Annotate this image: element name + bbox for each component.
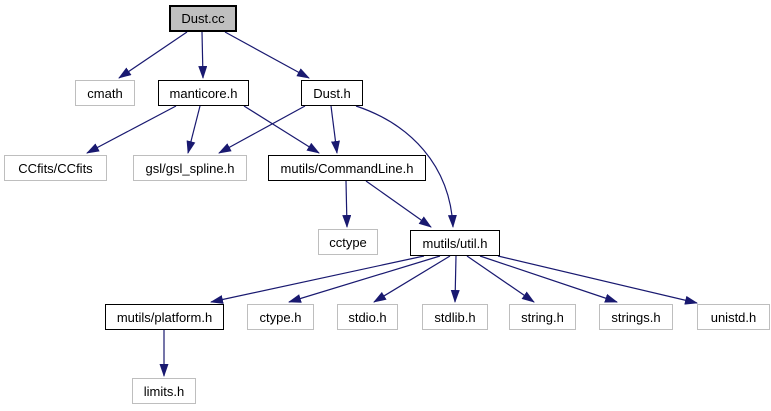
edge-cmdline-cctype: [342, 180, 352, 228]
edge-util-stdio: [373, 255, 451, 303]
node-stdlib-h: stdlib.h: [422, 304, 488, 330]
edge-util-string: [466, 255, 535, 303]
node-dust-cc: Dust.cc: [169, 5, 237, 32]
node-mutils-util-h[interactable]: mutils/util.h: [410, 230, 500, 256]
node-cmath: cmath: [75, 80, 135, 106]
node-strings-h: strings.h: [599, 304, 673, 330]
edge-manticore-gsl: [186, 105, 201, 154]
edge-dustcc-manticore: [198, 31, 208, 79]
node-dust-h[interactable]: Dust.h: [301, 80, 363, 106]
node-manticore-h[interactable]: manticore.h: [158, 80, 249, 106]
edge-dusth-cmdline: [330, 105, 340, 154]
node-gsl-gsl-spline-h: gsl/gsl_spline.h: [133, 155, 247, 181]
node-cctype: cctype: [318, 229, 378, 255]
node-mutils-commandline-h[interactable]: mutils/CommandLine.h: [268, 155, 426, 181]
edge-manticore-ccfits: [86, 105, 177, 154]
node-string-h: string.h: [509, 304, 576, 330]
node-stdio-h: stdio.h: [337, 304, 398, 330]
edge-dusth-gsl: [218, 105, 306, 154]
node-limits-h: limits.h: [132, 378, 196, 404]
node-unistd-h: unistd.h: [697, 304, 770, 330]
edge-dusth-util: [355, 105, 457, 228]
edge-manticore-cmdline: [243, 105, 320, 154]
edge-util-unistd: [497, 255, 698, 305]
edge-util-stdlib: [450, 255, 460, 303]
node-mutils-platform-h[interactable]: mutils/platform.h: [105, 304, 224, 330]
edge-util-platform: [210, 255, 425, 304]
node-ccfits: CCfits/CCfits: [4, 155, 107, 181]
edge-cmdline-util: [365, 180, 432, 228]
node-ctype-h: ctype.h: [247, 304, 314, 330]
edge-util-strings: [479, 255, 618, 303]
edge-util-ctype: [288, 255, 441, 303]
edge-dustcc-dusth: [224, 31, 310, 79]
edge-dustcc-cmath: [118, 31, 188, 79]
